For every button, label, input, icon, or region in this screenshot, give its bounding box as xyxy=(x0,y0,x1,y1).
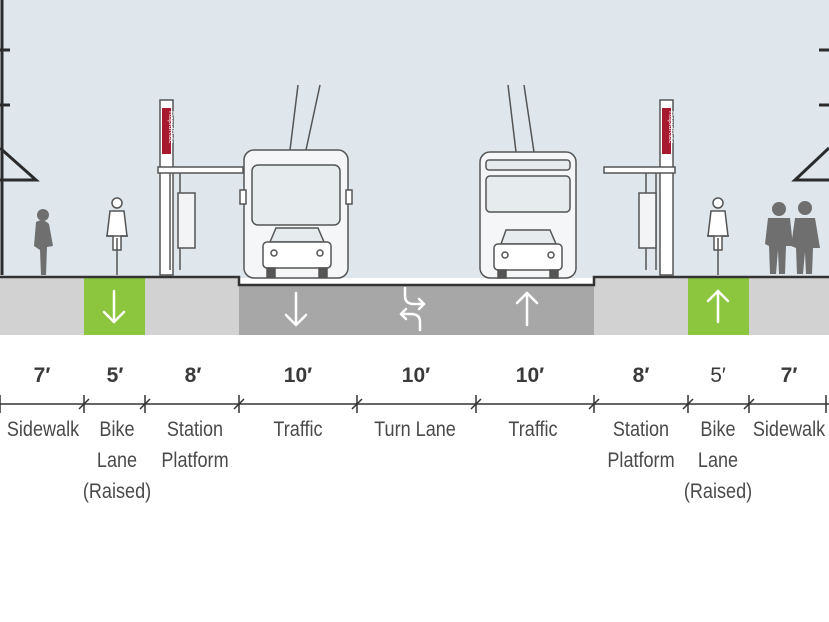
segment-label-line: Lane xyxy=(96,449,138,472)
segment-width-bike-lane-right: 5′ xyxy=(710,364,726,387)
segment-label-line: Station xyxy=(166,418,224,441)
car-right xyxy=(493,229,563,279)
pedestrian-figure-left xyxy=(34,209,53,275)
segment-label-bike-lane-right: Bike Lane (Raised) xyxy=(684,414,752,507)
turn-arrows-icon xyxy=(399,286,426,332)
segment-width-traffic-right: 10′ xyxy=(515,364,545,387)
segment-label-line: Turn Lane xyxy=(374,418,456,441)
segment-label-platform-right: Station Platform xyxy=(607,414,674,476)
sidewalk-left-surface xyxy=(0,277,84,335)
sign-text: RapidRide xyxy=(667,111,674,144)
segment-label-traffic-right: Traffic xyxy=(508,414,557,445)
segment-label-platform-left: Station Platform xyxy=(161,414,228,476)
roadway-surface xyxy=(239,285,594,335)
car-left xyxy=(262,227,332,278)
pedestrian-group-right xyxy=(765,201,820,274)
segment-width-bike-lane-left: 5′ xyxy=(106,364,124,387)
segment-width-turn-lane: 10′ xyxy=(401,364,431,387)
segment-label-line: Lane xyxy=(697,449,739,472)
segment-width-platform-left: 8′ xyxy=(184,364,202,387)
station-shelter-left: RapidRide xyxy=(157,99,244,276)
segment-label-line: Platform xyxy=(607,449,675,472)
up-arrow-icon xyxy=(515,291,539,327)
segment-label-turn-lane: Turn Lane xyxy=(374,414,456,445)
segment-label-line: (Raised) xyxy=(82,480,152,503)
segment-width-platform-right: 8′ xyxy=(632,364,650,387)
cyclist-left xyxy=(106,197,128,275)
platform-left-surface xyxy=(145,277,239,335)
segment-label-sidewalk-left: Sidewalk xyxy=(7,414,79,445)
dimension-line xyxy=(0,395,829,413)
building-left xyxy=(0,0,40,275)
segment-label-line: Traffic xyxy=(273,418,323,441)
segment-label-bike-lane-left: Bike Lane (Raised) xyxy=(83,414,151,507)
segment-width-traffic-left: 10′ xyxy=(283,364,313,387)
up-arrow-icon xyxy=(706,289,730,324)
cyclist-right xyxy=(707,197,729,275)
segment-label-line: Sidewalk xyxy=(6,418,80,441)
sidewalk-right-surface xyxy=(749,277,829,335)
segment-width-sidewalk-left: 7′ xyxy=(33,364,51,387)
station-shelter-right: RapidRide xyxy=(603,99,676,276)
sign-text: RapidRide xyxy=(167,111,174,144)
down-arrow-icon xyxy=(284,291,308,327)
down-arrow-icon xyxy=(102,289,126,324)
segment-label-line: Platform xyxy=(161,449,229,472)
segment-label-line: Bike xyxy=(700,418,736,441)
segment-label-line: Traffic xyxy=(508,418,558,441)
segment-label-line: (Raised) xyxy=(683,480,753,503)
segment-label-sidewalk-right: Sidewalk xyxy=(753,414,825,445)
curb-line xyxy=(0,275,829,287)
segment-label-line: Bike xyxy=(99,418,135,441)
segment-width-sidewalk-right: 7′ xyxy=(780,364,798,387)
segment-label-traffic-left: Traffic xyxy=(273,414,322,445)
segment-label-line: Station xyxy=(612,418,670,441)
segment-label-line: Sidewalk xyxy=(752,418,826,441)
sky-background xyxy=(0,0,829,278)
building-right xyxy=(791,48,829,182)
platform-right-surface xyxy=(594,277,688,335)
